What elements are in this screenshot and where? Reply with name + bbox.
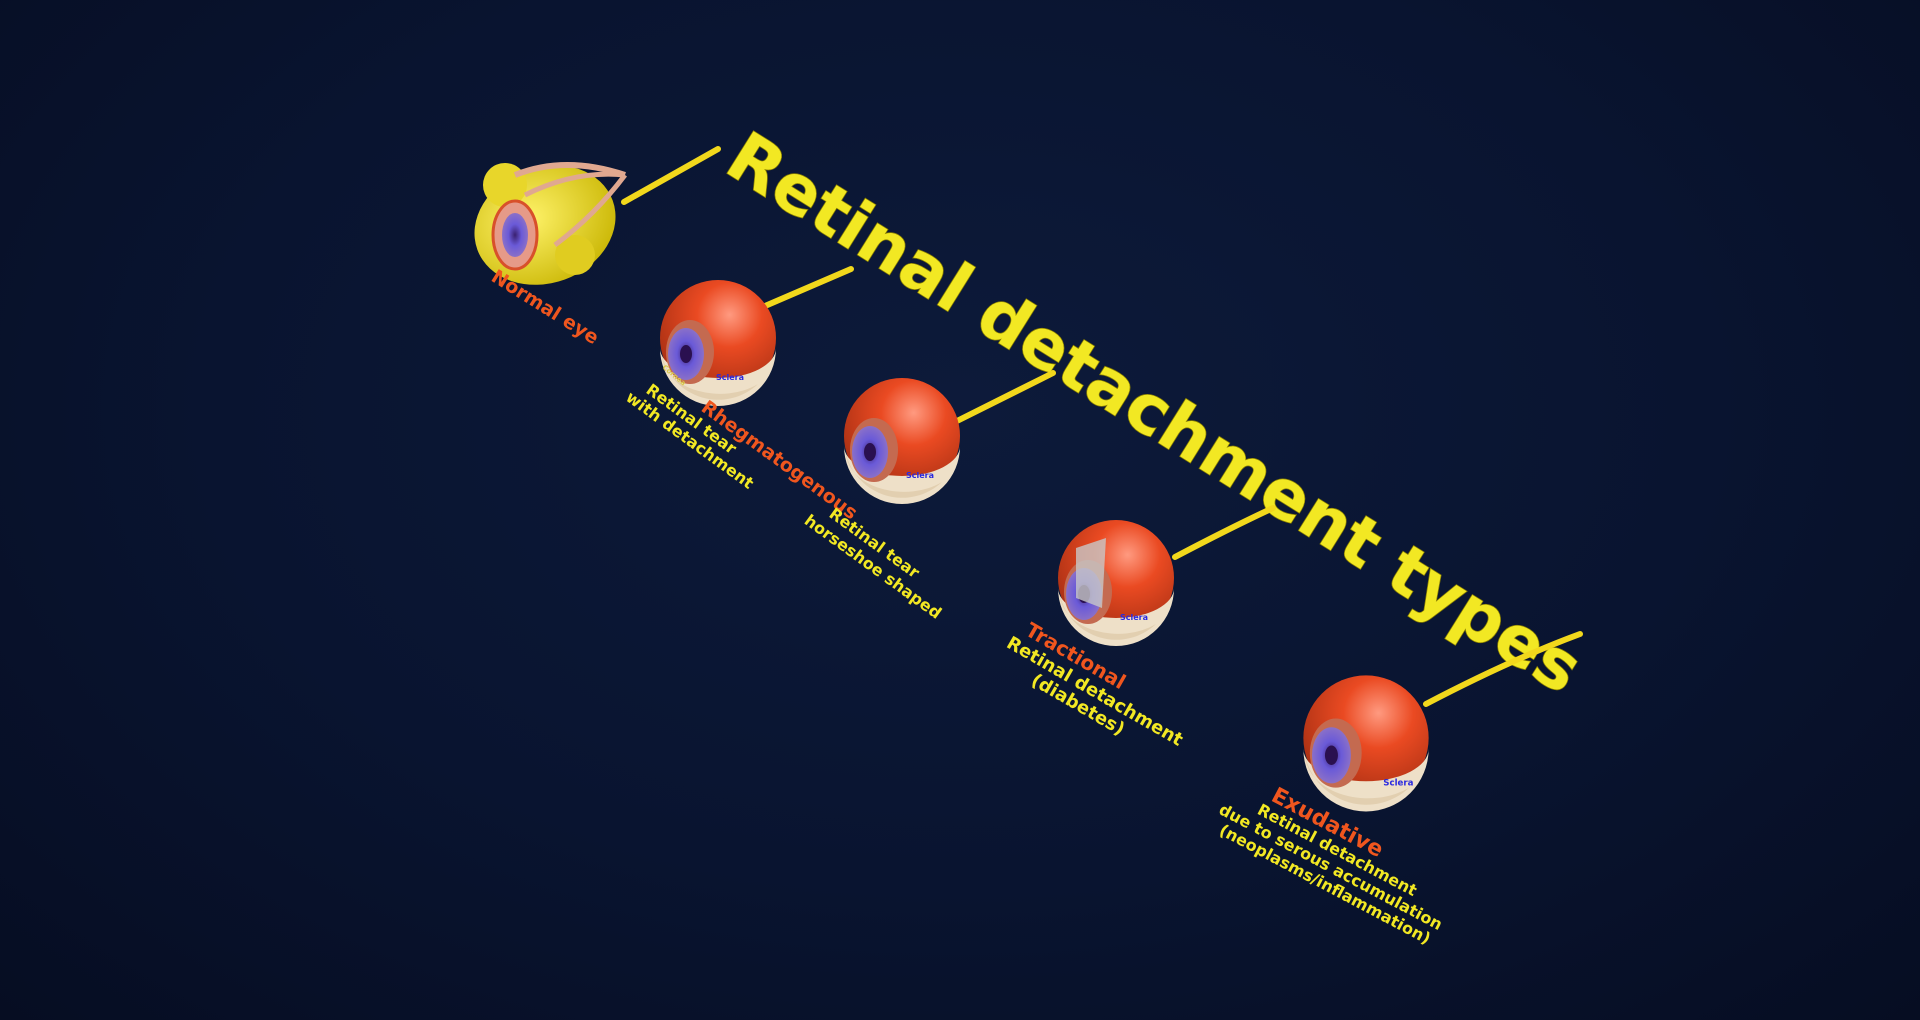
description-line: Retinal detachment (1003, 632, 1187, 750)
sclera-label: Sclera (1120, 613, 1148, 622)
eye-illustration-horseshoe: Sclera (844, 378, 960, 504)
eye-illustration-tractional: Sclera (1058, 520, 1174, 646)
connector-normal (621, 146, 721, 205)
connector-4 (1423, 631, 1583, 707)
connector-2 (952, 370, 1056, 425)
eye-illustration-rhegmatogenous: Sclera Cornea (660, 280, 776, 406)
sclera-label: Sclera (1383, 779, 1413, 789)
eye-illustration-exudative: Sclera (1303, 675, 1429, 812)
type-description-horseshoe: Retinal tear horseshoe shaped (801, 504, 945, 623)
sclera-label: Sclera (906, 471, 934, 480)
description-line: horseshoe shaped (801, 511, 945, 623)
connector-3 (1172, 505, 1276, 560)
connector-1 (762, 266, 854, 309)
sclera-label: Sclera (716, 373, 744, 382)
normal-eye-illustration (474, 162, 627, 285)
